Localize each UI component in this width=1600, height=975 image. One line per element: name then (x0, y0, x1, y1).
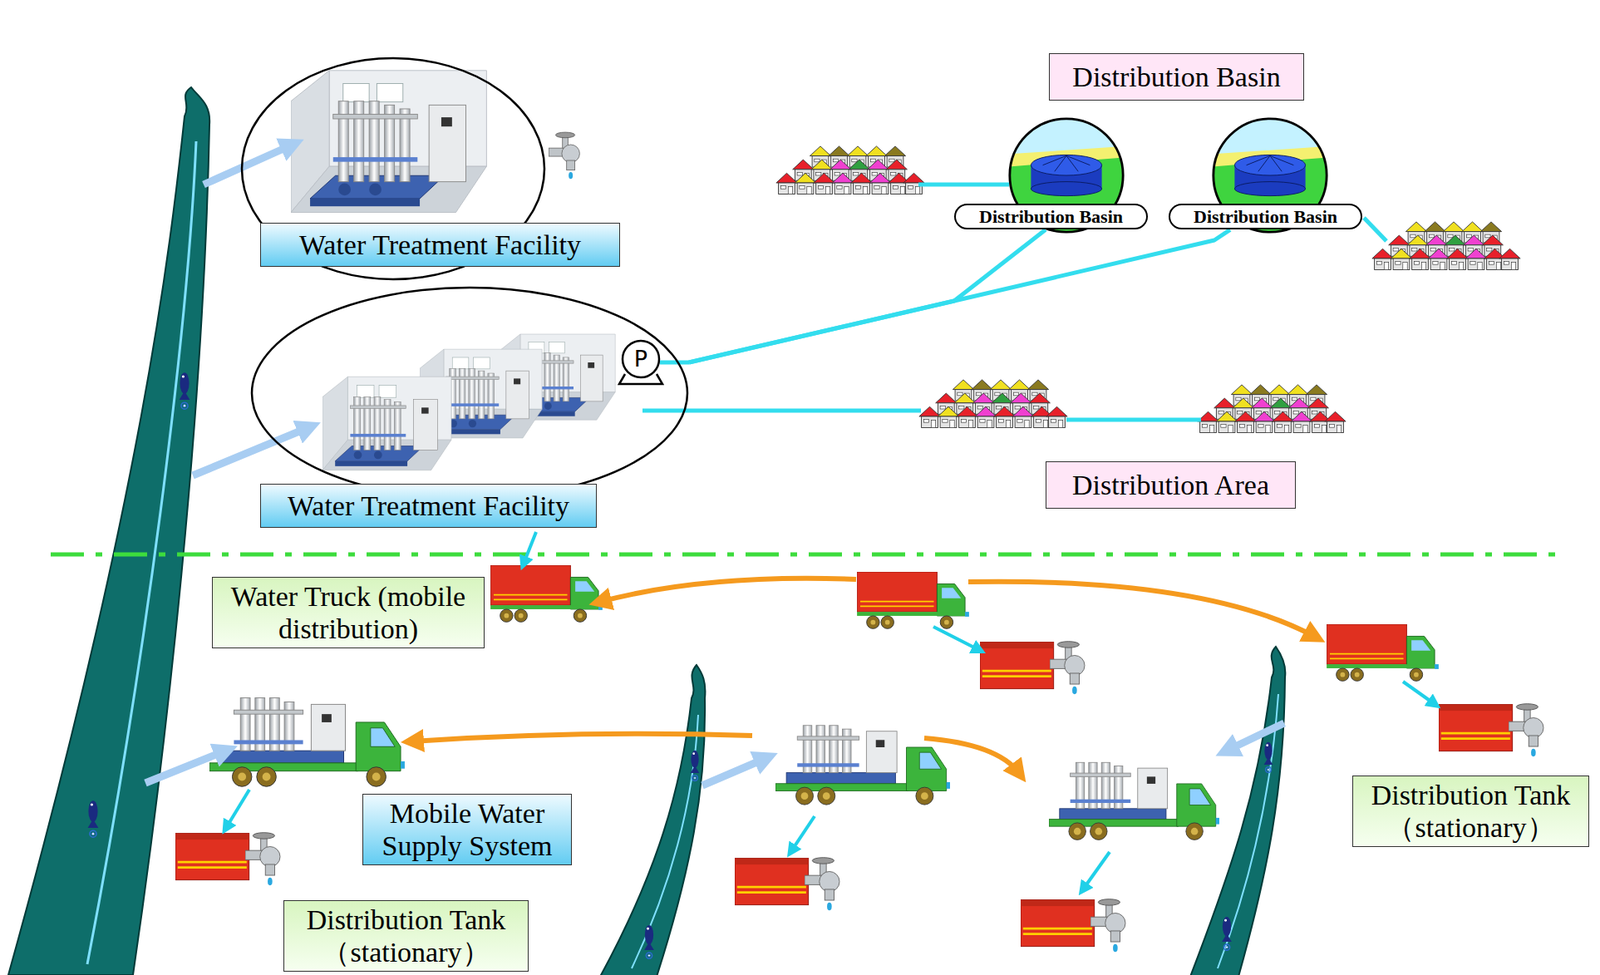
fish (88, 800, 99, 837)
fish (88, 372, 1274, 959)
node-text: Distribution Basin (960, 206, 1142, 227)
distribution-tank (734, 857, 840, 911)
node-text: Water Treatment Facility (269, 228, 611, 261)
treatment-plant (290, 70, 487, 213)
mobile-truck (209, 698, 1220, 841)
mobile-truck (775, 725, 951, 805)
route-arrow (412, 733, 753, 742)
fish (644, 925, 655, 959)
area-box: Distribution Area (1045, 461, 1296, 509)
river (8, 87, 1285, 975)
delivery-arrow (1403, 681, 1435, 704)
label-box: Water Truck (mobile distribution) (211, 576, 485, 649)
node-text: Distribution Area (1054, 468, 1287, 502)
distribution-tank (1020, 899, 1126, 952)
intake-arrow (702, 758, 767, 786)
node-text: Water Treatment Facility (269, 489, 588, 522)
label-box: Mobile Water Supply System (362, 793, 572, 866)
water-truck (856, 571, 970, 629)
divider-line (50, 552, 1563, 557)
label-box: Distribution Tank （stationary） (1352, 775, 1590, 847)
water-truck (1326, 624, 1439, 681)
node-text: Distribution Tank （stationary） (1359, 778, 1582, 844)
basin-label: Distribution Basin (954, 203, 1148, 230)
node-text: Mobile Water Supply System (369, 797, 565, 862)
ellipse-outline (251, 287, 688, 499)
faucet (548, 132, 580, 179)
route-arrow (412, 578, 1315, 773)
pump-symbol (622, 340, 660, 378)
facility-ellipse: Water Treatment Facility (240, 56, 547, 281)
delivery-arrow (1083, 851, 1110, 890)
house-cluster (1372, 221, 1521, 271)
delivery-arrow (523, 531, 537, 564)
distribution-tank (979, 641, 1085, 695)
pipe-line (689, 229, 1046, 363)
pump-letter: P (630, 344, 651, 374)
facility-ellipse: Water Treatment Facility (250, 285, 690, 501)
intake-arrow (145, 750, 227, 783)
distribution-tank (175, 832, 281, 886)
intake-arrow (1226, 723, 1285, 751)
distribution-tank (1438, 704, 1544, 757)
delivery-arrow (226, 789, 250, 828)
node-text: Water Truck (mobile distribution) (219, 580, 478, 645)
house-cluster (919, 379, 1068, 429)
house-cluster (776, 146, 925, 195)
fish (1264, 742, 1274, 773)
facility-label: Water Treatment Facility (260, 222, 621, 267)
water-truck (490, 565, 603, 622)
mobile-truck (209, 698, 405, 788)
fish (690, 750, 700, 782)
water-truck (490, 565, 1439, 681)
node-text: Distribution Basin (1058, 60, 1295, 94)
house-cluster (1197, 384, 1346, 434)
label-box: Distribution Tank （stationary） (283, 900, 529, 972)
ellipse-outline (250, 285, 690, 501)
river (1217, 694, 1279, 969)
river (631, 714, 699, 969)
supply-pipe (1066, 418, 1202, 423)
treatment-plant (322, 376, 452, 470)
title-box: Distribution Basin (1048, 53, 1305, 101)
facility-label: Water Treatment Facility (260, 483, 597, 528)
pump-symbol (659, 360, 690, 365)
supply-pipe (642, 184, 1387, 420)
delivery-arrow (791, 816, 815, 852)
node-text: Distribution Basin (1175, 206, 1356, 227)
route-arrow (968, 581, 1315, 637)
house-cluster (776, 146, 1521, 434)
delivery-arrow (933, 626, 980, 650)
route-arrow (600, 578, 857, 602)
route-arrow (924, 738, 1020, 773)
river (600, 664, 705, 975)
node-text: Distribution Tank （stationary） (290, 903, 522, 969)
intake-arrow (203, 144, 293, 185)
pipe-line (689, 229, 1231, 363)
basin-label: Distribution Basin (1168, 203, 1363, 230)
supply-pipe (918, 182, 1010, 188)
intake-arrow (192, 427, 310, 476)
supply-pipe (1363, 217, 1387, 242)
fish (179, 372, 191, 409)
fish (1221, 916, 1232, 951)
mobile-truck (1048, 762, 1220, 840)
